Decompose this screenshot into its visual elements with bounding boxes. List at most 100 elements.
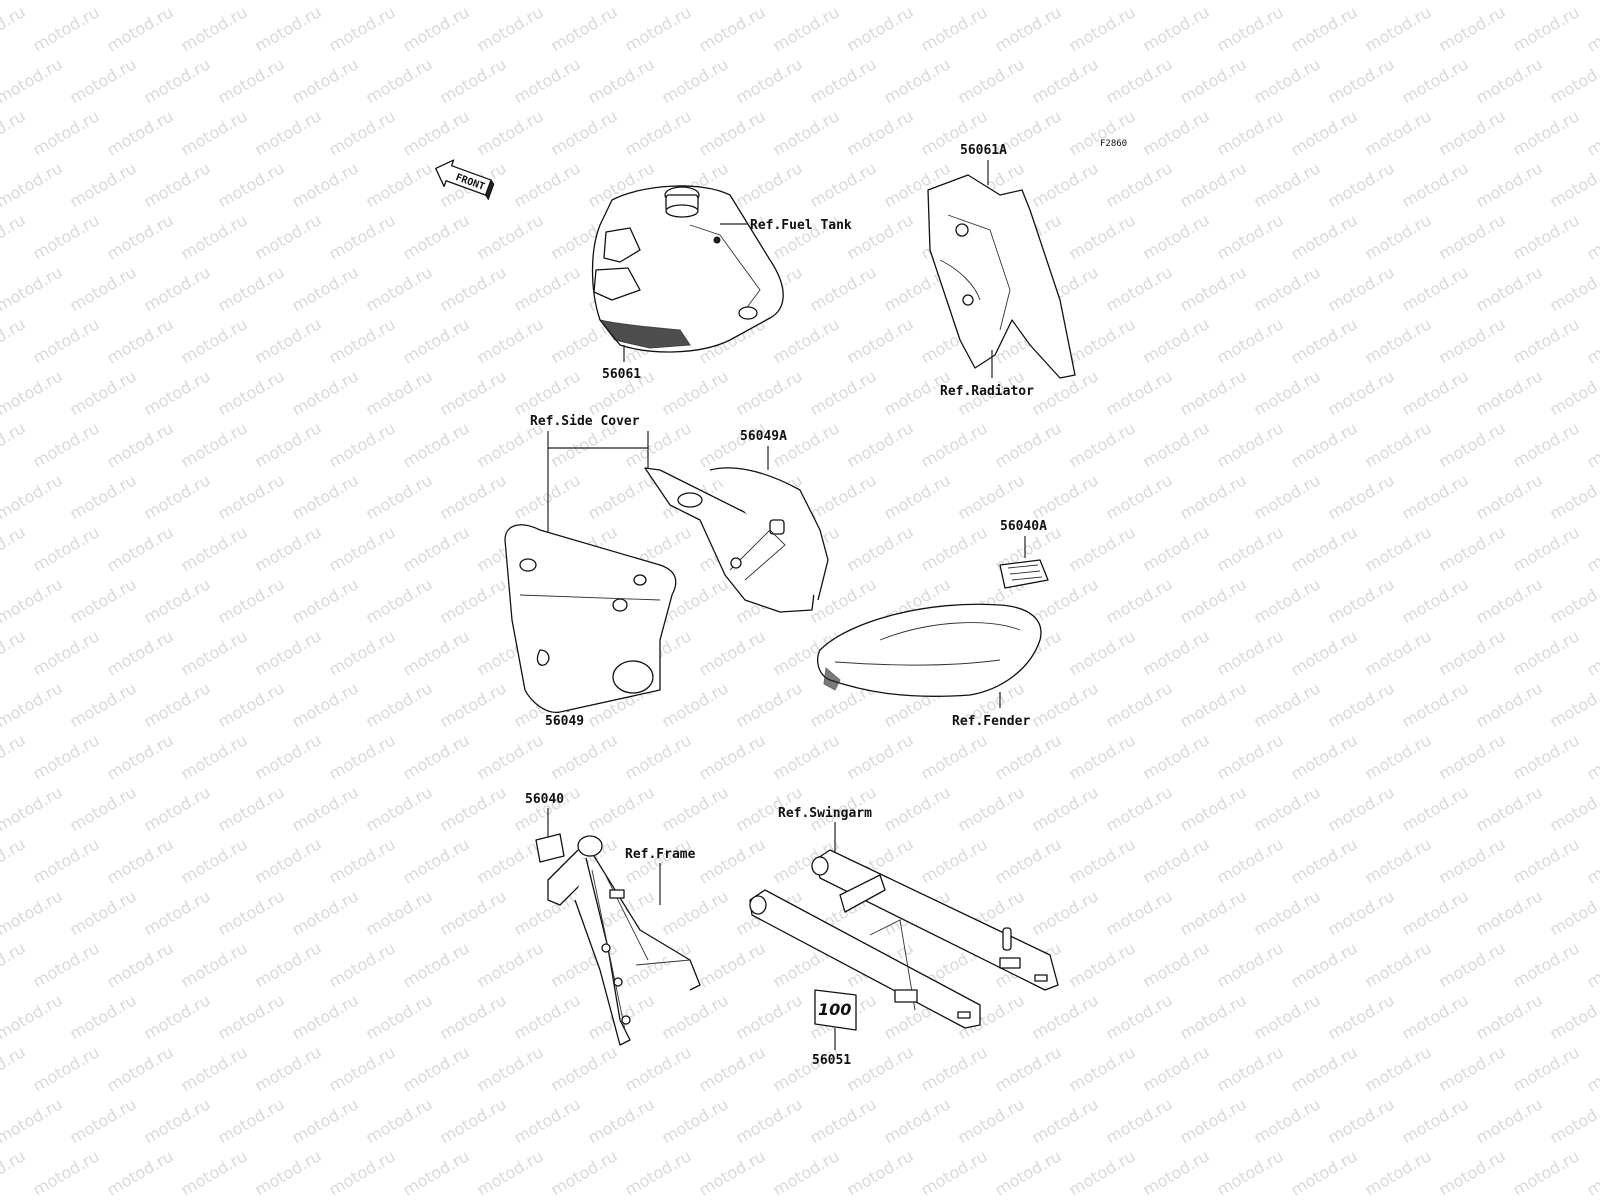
- watermark-text: motod.ru: [474, 314, 547, 367]
- watermark-text: motod.ru: [1214, 834, 1287, 887]
- watermark-text: motod.ru: [363, 990, 436, 1043]
- watermark-text: motod.ru: [289, 0, 362, 3]
- watermark-text: motod.ru: [400, 106, 473, 159]
- watermark-text: motod.ru: [1584, 210, 1600, 263]
- watermark-text: motod.ru: [1251, 782, 1324, 835]
- watermark-text: motod.ru: [141, 574, 214, 627]
- watermark-text: motod.ru: [178, 626, 251, 679]
- label-ref-swingarm: Ref.Swingarm: [778, 806, 872, 821]
- watermark-text: motod.ru: [1473, 366, 1546, 419]
- frame-illustration: [547, 835, 701, 1046]
- watermark-text: motod.ru: [511, 54, 584, 107]
- watermark-text: motod.ru: [437, 782, 510, 835]
- watermark-text: motod.ru: [30, 106, 103, 159]
- watermark-text: motod.ru: [178, 418, 251, 471]
- watermark-text: motod.ru: [807, 0, 880, 3]
- watermark-text: motod.ru: [1214, 1042, 1287, 1095]
- watermark-text: motod.ru: [1288, 626, 1361, 679]
- watermark-text: motod.ru: [1103, 0, 1176, 3]
- watermark-text: motod.ru: [1029, 158, 1102, 211]
- watermark-text: motod.ru: [1066, 314, 1139, 367]
- watermark-text: motod.ru: [252, 1042, 325, 1095]
- watermark-text: motod.ru: [1325, 262, 1398, 315]
- watermark-text: motod.ru: [881, 1094, 954, 1147]
- watermark-text: motod.ru: [807, 54, 880, 107]
- watermark-text: motod.ru: [1214, 1146, 1287, 1199]
- watermark-text: motod.ru: [511, 886, 584, 939]
- watermark-text: motod.ru: [215, 678, 288, 731]
- rear-fender-illustration: [817, 603, 1042, 697]
- watermark-text: motod.ru: [1177, 470, 1250, 523]
- watermark-text: motod.ru: [733, 54, 806, 107]
- watermark-text: motod.ru: [0, 418, 29, 471]
- watermark-text: motod.ru: [1103, 262, 1176, 315]
- watermark-text: motod.ru: [1399, 678, 1472, 731]
- watermark-text: motod.ru: [696, 2, 769, 55]
- watermark-text: motod.ru: [141, 678, 214, 731]
- watermark-text: motod.ru: [1140, 418, 1213, 471]
- watermark-text: motod.ru: [400, 418, 473, 471]
- watermark-text: motod.ru: [1177, 54, 1250, 107]
- watermark-text: motod.ru: [326, 834, 399, 887]
- watermark-text: motod.ru: [67, 886, 140, 939]
- watermark-text: motod.ru: [1288, 834, 1361, 887]
- watermark-text: motod.ru: [1436, 1042, 1509, 1095]
- watermark-text: motod.ru: [1214, 522, 1287, 575]
- watermark-text: motod.ru: [992, 1042, 1065, 1095]
- watermark-text: motod.ru: [1510, 834, 1583, 887]
- watermark-text: motod.ru: [1399, 782, 1472, 835]
- watermark-text: motod.ru: [1066, 210, 1139, 263]
- watermark-text: motod.ru: [696, 938, 769, 991]
- watermark-text: motod.ru: [733, 0, 806, 3]
- watermark-text: motod.ru: [1066, 730, 1139, 783]
- watermark-text: motod.ru: [585, 0, 658, 3]
- watermark-text: motod.ru: [1436, 626, 1509, 679]
- watermark-text: motod.ru: [326, 106, 399, 159]
- watermark-text: motod.ru: [1510, 938, 1583, 991]
- watermark-text: motod.ru: [1140, 210, 1213, 263]
- watermark-text: motod.ru: [400, 522, 473, 575]
- watermark-text: motod.ru: [918, 522, 991, 575]
- watermark-text: motod.ru: [67, 678, 140, 731]
- watermark-text: motod.ru: [178, 210, 251, 263]
- watermark-text: motod.ru: [770, 1146, 843, 1199]
- watermark-text: motod.ru: [30, 418, 103, 471]
- watermark-text: motod.ru: [141, 366, 214, 419]
- watermark-text: motod.ru: [1584, 522, 1600, 575]
- watermark-text: motod.ru: [918, 730, 991, 783]
- watermark-text: motod.ru: [0, 1146, 29, 1199]
- watermark-text: motod.ru: [1510, 1042, 1583, 1095]
- watermark-text: motod.ru: [363, 366, 436, 419]
- watermark-text: motod.ru: [955, 1094, 1028, 1147]
- watermark-text: motod.ru: [474, 834, 547, 887]
- watermark-text: motod.ru: [1436, 106, 1509, 159]
- watermark-text: motod.ru: [1066, 106, 1139, 159]
- watermark-text: motod.ru: [1473, 0, 1546, 3]
- watermark-text: motod.ru: [30, 834, 103, 887]
- watermark-text: motod.ru: [104, 1042, 177, 1095]
- watermark-text: motod.ru: [1029, 678, 1102, 731]
- watermark-text: motod.ru: [0, 470, 66, 523]
- watermark-text: motod.ru: [1140, 938, 1213, 991]
- watermark-text: motod.ru: [1547, 990, 1600, 1043]
- watermark-text: motod.ru: [0, 522, 29, 575]
- watermark-text: motod.ru: [770, 314, 843, 367]
- watermark-text: motod.ru: [289, 990, 362, 1043]
- watermark-text: motod.ru: [326, 1042, 399, 1095]
- watermark-text: motod.ru: [178, 2, 251, 55]
- decal-56040A-illustration: [999, 559, 1049, 589]
- watermark-text: motod.ru: [474, 106, 547, 159]
- watermark-text: motod.ru: [474, 730, 547, 783]
- watermark-text: motod.ru: [1140, 2, 1213, 55]
- watermark-text: motod.ru: [178, 1042, 251, 1095]
- watermark-text: motod.ru: [1177, 886, 1250, 939]
- watermark-text: motod.ru: [252, 2, 325, 55]
- watermark-text: motod.ru: [992, 418, 1065, 471]
- watermark-text: motod.ru: [1362, 106, 1435, 159]
- watermark-text: motod.ru: [918, 2, 991, 55]
- watermark-text: motod.ru: [1140, 106, 1213, 159]
- watermark-text: motod.ru: [1325, 470, 1398, 523]
- watermark-text: motod.ru: [289, 158, 362, 211]
- watermark-text: motod.ru: [955, 54, 1028, 107]
